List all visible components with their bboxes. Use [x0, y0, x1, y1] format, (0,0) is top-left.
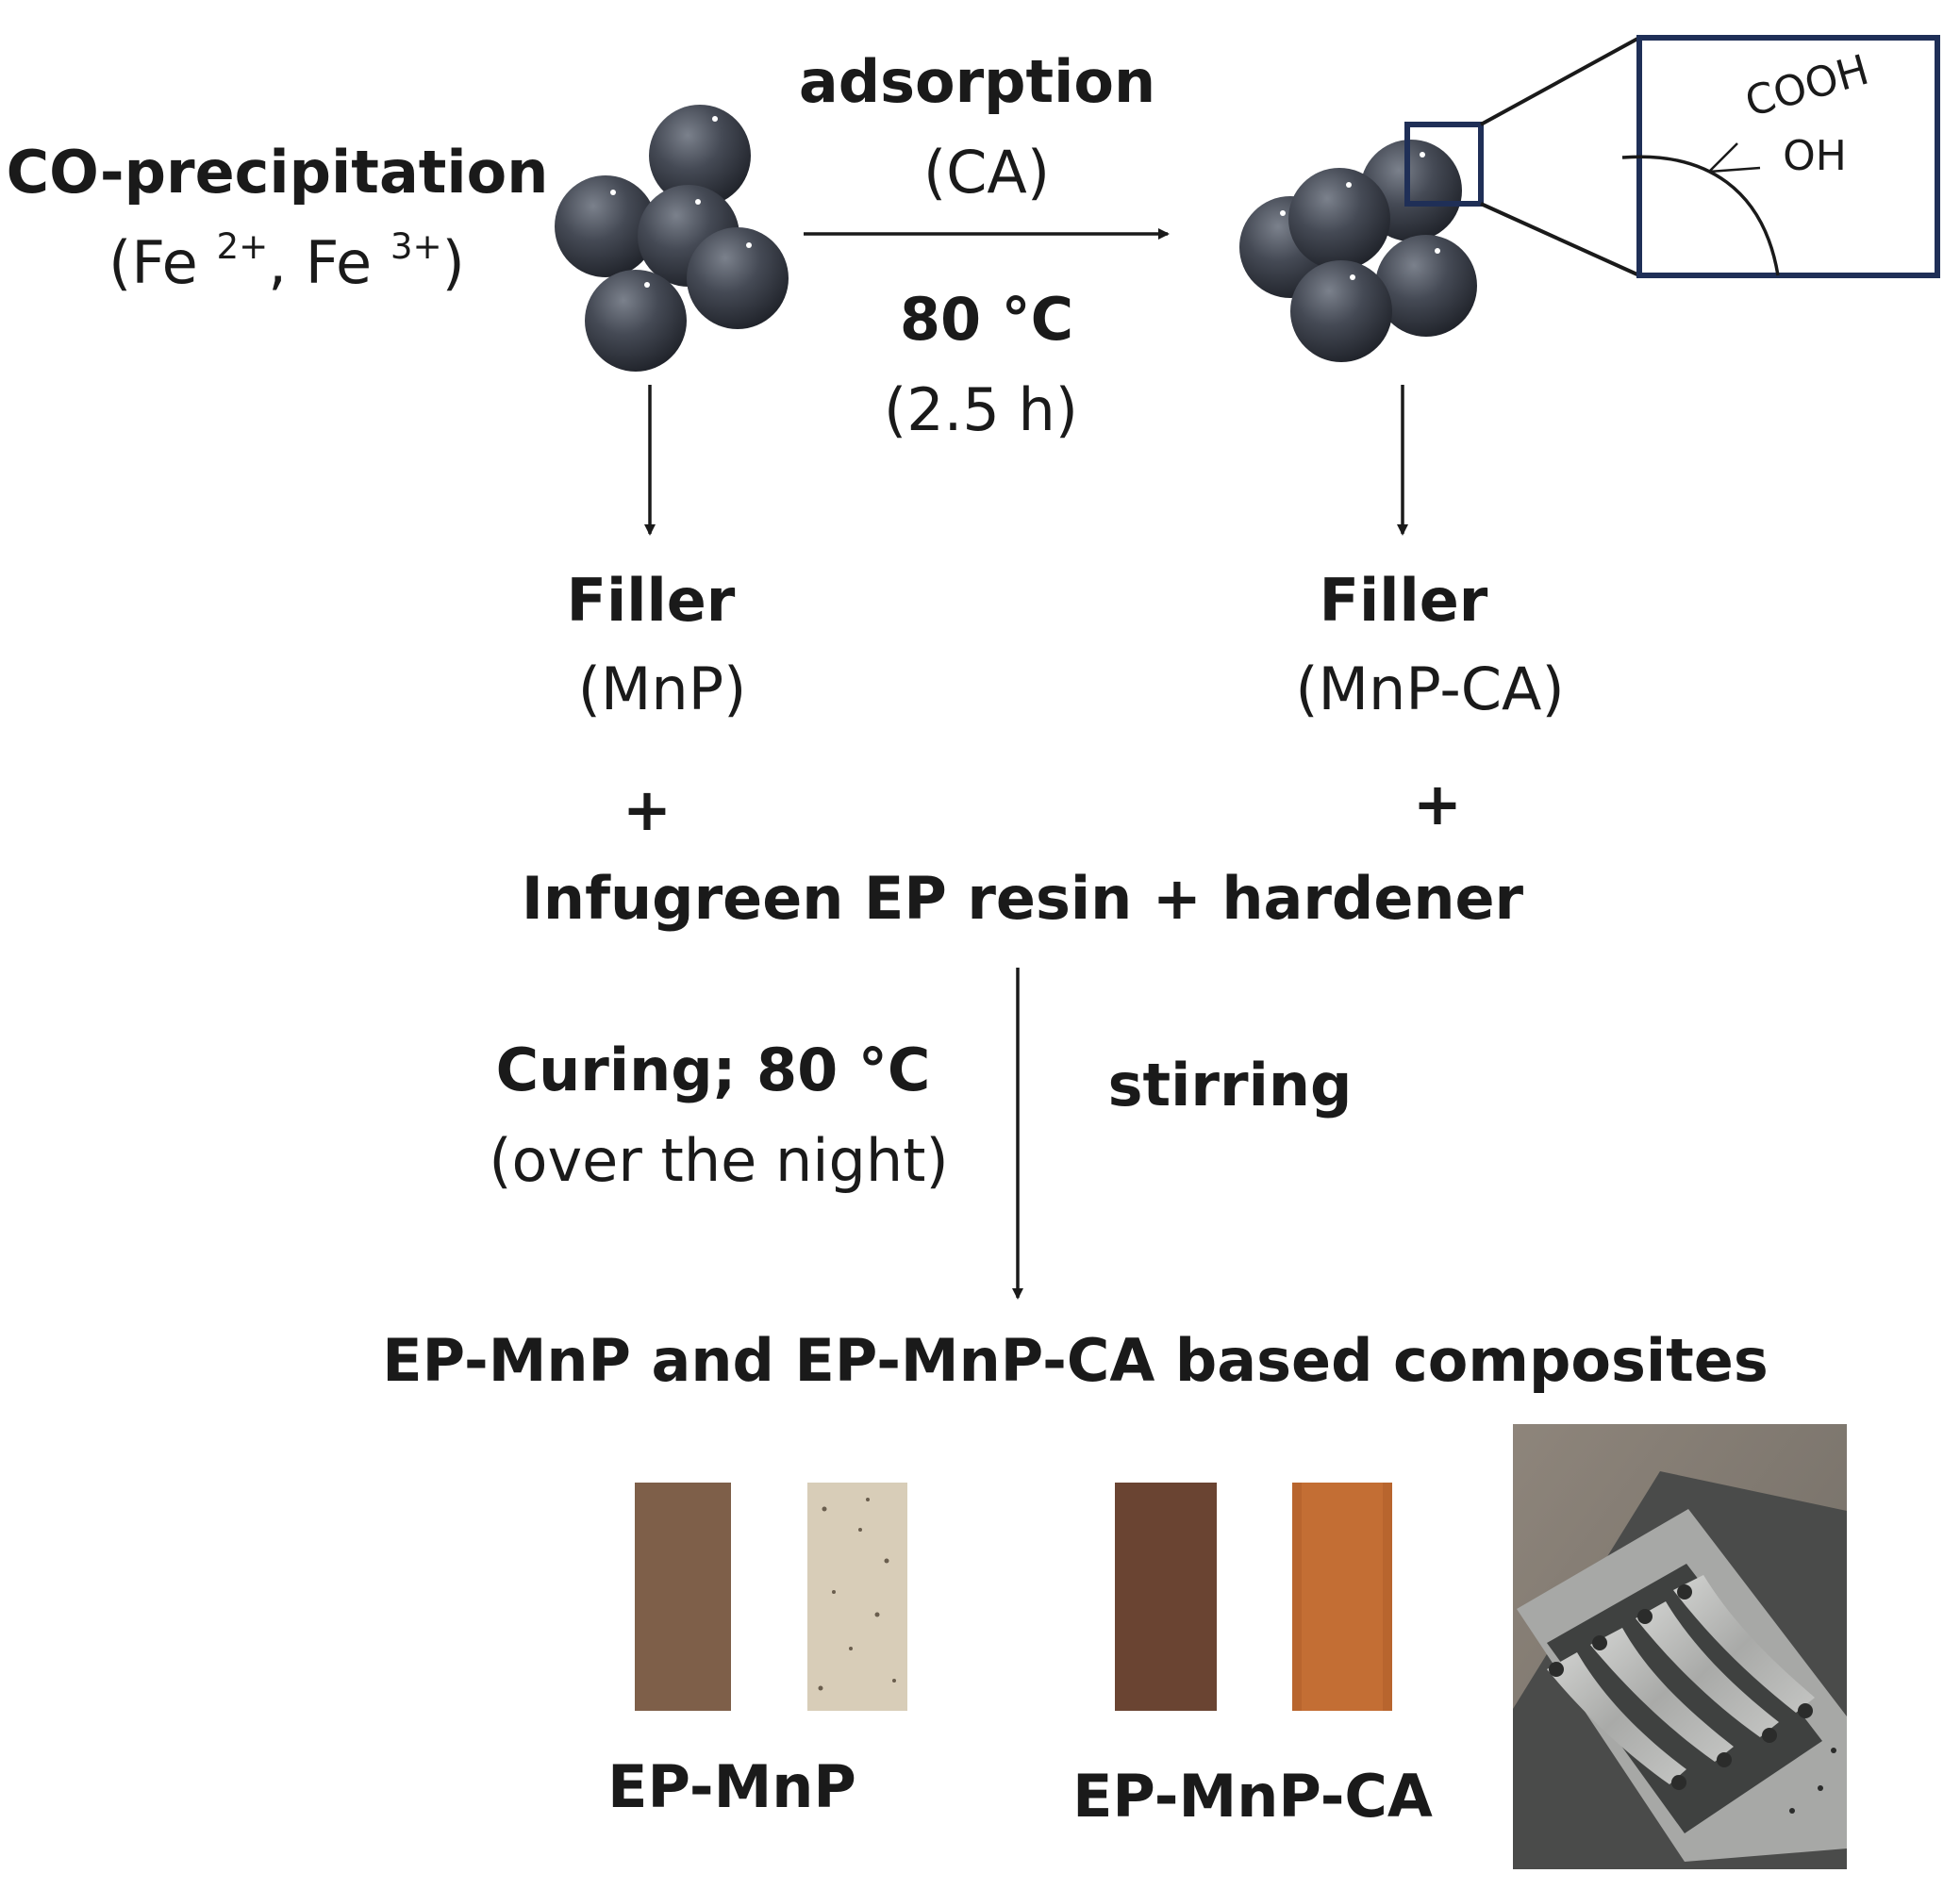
particle-surface-curve [1621, 155, 1780, 276]
filler-mnp-title: Filler [566, 566, 736, 635]
mnp-particle-cluster [555, 105, 789, 372]
curing-duration: (over the night) [489, 1126, 949, 1195]
coprecipitation-title: CO-precipitation [6, 138, 549, 207]
mold-photo [1513, 1424, 1847, 1869]
sample-strip-3 [1115, 1483, 1217, 1711]
sample-strip-4 [1292, 1483, 1392, 1711]
dogbone-specimen-1 [1547, 1652, 1686, 1784]
filler-mnp-ca-plus: + [1413, 770, 1462, 838]
ions-open: (Fe [108, 228, 217, 297]
sample-strips [635, 1483, 1392, 1711]
filler-mnp-name: (MnP) [577, 655, 747, 723]
sample-strip-2 [807, 1483, 907, 1711]
dogbone-specimen-4 [1673, 1575, 1815, 1713]
coprecipitation-ions: (Fe 2+, Fe 3+) [108, 228, 465, 292]
resin-label: Infugreen EP resin + hardener [521, 864, 1524, 933]
fe3-charge: 3+ [390, 224, 442, 267]
sample-speckles [818, 1498, 896, 1691]
sample-label-ep-mnp-ca: EP-MnP-CA [1072, 1762, 1433, 1831]
oh-group-label: OH [1783, 132, 1847, 180]
adsorption-time: (2.5 h) [884, 375, 1078, 444]
adsorption-temperature: 80 °C [899, 285, 1074, 354]
mnp-ca-particle-cluster [1239, 140, 1477, 362]
curing-title: Curing; 80 °C [495, 1036, 931, 1104]
sample-strip-1 [635, 1483, 731, 1711]
zoom-selection-box [1404, 122, 1484, 207]
adsorption-title: adsorption [798, 47, 1156, 116]
filler-mnp-ca-title: Filler [1319, 566, 1488, 635]
zoom-connector-top [1480, 36, 1640, 126]
sample-label-ep-mnp: EP-MnP [607, 1752, 856, 1821]
fe2-charge: 2+ [216, 224, 269, 267]
functional-group-pointer [1708, 142, 1761, 174]
stirring-label: stirring [1107, 1051, 1353, 1119]
dogbone-specimen-3 [1636, 1601, 1779, 1737]
ions-close: ) [441, 228, 465, 297]
zoom-connector-bottom [1480, 202, 1640, 277]
composites-label: EP-MnP and EP-MnP-CA based composites [382, 1326, 1769, 1395]
filler-mnp-plus: + [623, 775, 672, 844]
ions-separator: , Fe [268, 228, 390, 297]
dogbone-specimen-2 [1590, 1628, 1734, 1762]
filler-mnp-ca-name: (MnP-CA) [1295, 655, 1565, 723]
adsorption-agent: (CA) [922, 138, 1051, 207]
